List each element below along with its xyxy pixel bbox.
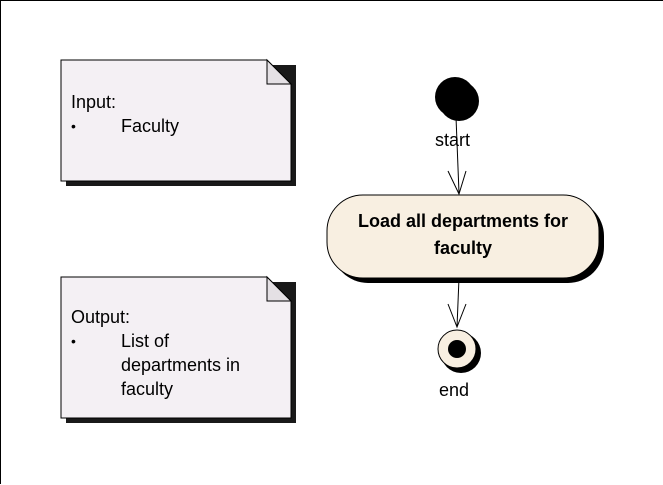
input-note-item-text: Faculty: [121, 116, 180, 136]
output-note-line: faculty: [121, 379, 174, 399]
output-note-title: Output:: [71, 307, 131, 327]
end-label: end: [439, 380, 470, 400]
action-label: Load all departments for faculty: [357, 211, 569, 258]
end-node: [437, 329, 481, 373]
output-note-line: List of: [121, 331, 170, 351]
output-note-shape: [60, 275, 296, 423]
transition-start-to-action: [447, 116, 467, 196]
bullet-icon: •: [71, 333, 76, 349]
action-node-shape: [326, 194, 604, 283]
input-note: Input: • Faculty: [71, 90, 281, 150]
output-note: Output: • List of departments in faculty: [71, 305, 286, 405]
input-note-item: • Faculty: [71, 114, 281, 138]
transition-action-to-end: [447, 277, 467, 329]
output-note-item-text: List of departments in faculty: [121, 329, 286, 401]
start-node: [435, 77, 479, 121]
bullet-icon: •: [71, 118, 76, 134]
input-note-shape: [60, 58, 296, 186]
input-note-title: Input:: [71, 92, 117, 112]
output-note-item: • List of departments in faculty: [71, 329, 286, 401]
output-note-line: departments in: [121, 355, 241, 375]
start-label: start: [435, 130, 471, 150]
